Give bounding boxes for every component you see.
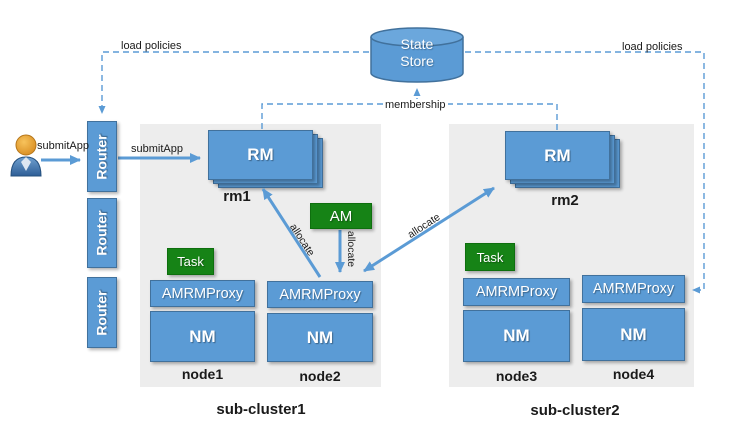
node4-nm-text: NM	[620, 324, 647, 344]
allocate-label-am: allocate	[345, 230, 357, 268]
rm2-box: RM	[505, 131, 610, 180]
router-box-3: Router	[87, 277, 117, 348]
node2-amrmproxy-text: AMRMProxy	[279, 286, 361, 303]
node3-nm-box: NM	[463, 310, 570, 362]
load-policies-label-right: load policies	[622, 41, 683, 53]
node4-amrmproxy-text: AMRMProxy	[592, 281, 675, 297]
rm2-name-label: rm2	[551, 192, 579, 209]
node2-amrmproxy-box: AMRMProxy	[267, 281, 373, 308]
node1-nm-box: NM	[150, 311, 255, 362]
node4-nm-box: NM	[582, 308, 685, 361]
submitapp-label-user: submitApp	[37, 140, 89, 152]
sub-cluster1-label: sub-cluster1	[216, 401, 306, 418]
state-store-label: State Store	[369, 36, 465, 70]
router-box-2: Router	[87, 198, 117, 268]
state-store-line1: State	[400, 36, 434, 52]
load-policies-label-left: load policies	[121, 40, 182, 52]
rm1-name-label: rm1	[223, 188, 251, 205]
node2-nm-box: NM	[267, 313, 373, 362]
task-text-cluster1: Task	[177, 254, 204, 269]
rm1-text: RM	[247, 145, 274, 164]
node3-amrmproxy-box: AMRMProxy	[463, 278, 570, 306]
node4-label: node4	[612, 366, 655, 382]
am-box: AM	[310, 203, 372, 229]
task-text-cluster2: Task	[476, 249, 504, 265]
task-box-cluster2: Task	[465, 243, 515, 271]
node2-label: node2	[299, 368, 341, 384]
node1-amrmproxy-box: AMRMProxy	[150, 280, 255, 307]
rm1-box: RM	[208, 130, 313, 180]
user-icon	[10, 133, 42, 177]
node2-nm-text: NM	[306, 327, 334, 347]
rm2-text: RM	[544, 145, 571, 165]
router-label-2: Router	[94, 210, 110, 256]
allocate-label-rm2: allocate	[405, 211, 443, 241]
task-box-cluster1: Task	[167, 248, 214, 275]
node3-amrmproxy-text: AMRMProxy	[475, 284, 558, 300]
node3-nm-text: NM	[503, 326, 530, 345]
submitapp-label-router: submitApp	[131, 143, 183, 155]
state-store-line2: Store	[400, 53, 434, 69]
router-box-1: Router	[87, 121, 117, 192]
node3-label: node3	[495, 368, 538, 384]
state-store-cylinder	[369, 26, 465, 84]
am-text: AM	[329, 207, 353, 225]
sub-cluster2-label: sub-cluster2	[530, 402, 620, 419]
router-label-3: Router	[94, 289, 110, 336]
node1-nm-text: NM	[189, 326, 216, 346]
membership-label: membership	[383, 99, 448, 111]
load-policies-left-line	[98, 51, 369, 114]
node1-label: node1	[181, 366, 224, 382]
router-label-1: Router	[94, 133, 110, 180]
node1-amrmproxy-text: AMRMProxy	[161, 285, 244, 302]
node4-amrmproxy-box: AMRMProxy	[582, 275, 685, 303]
